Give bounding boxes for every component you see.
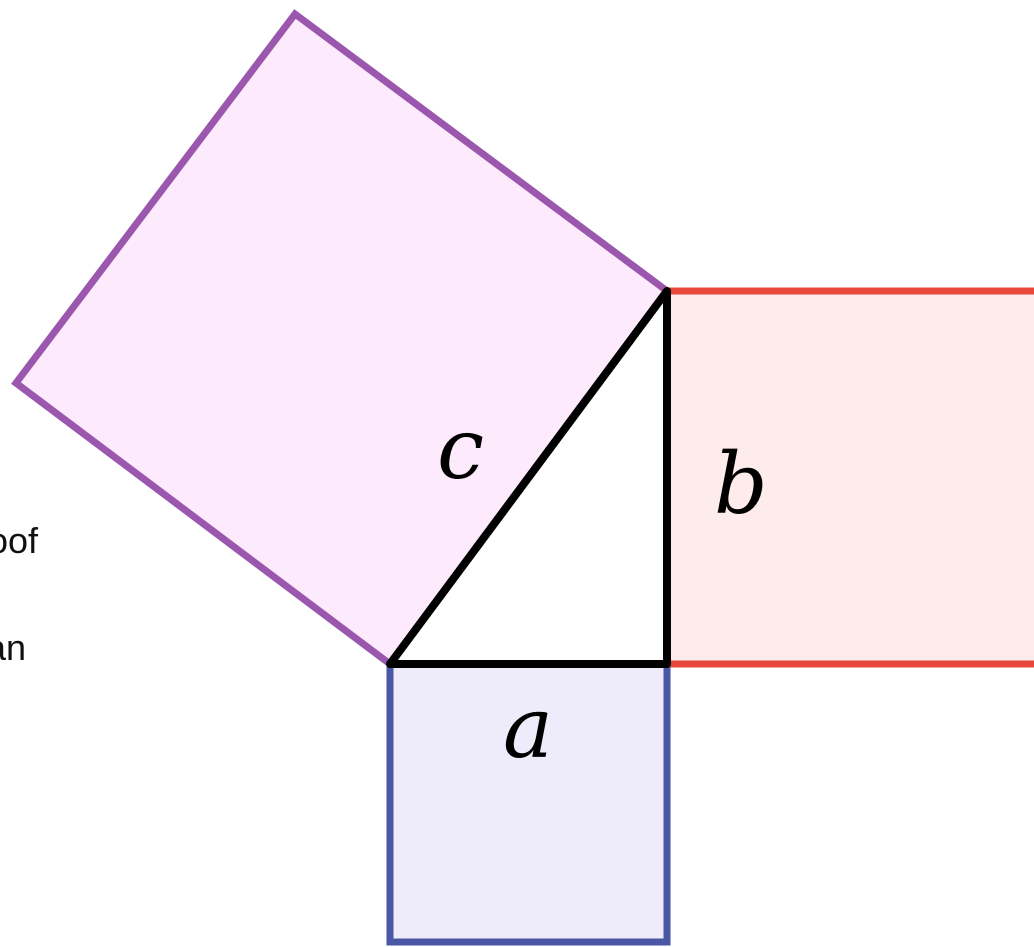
cropped-text-fragment-proof: oof [0,520,39,561]
label-b: b [714,435,768,533]
cropped-text-fragment-an: an [0,627,27,668]
label-a: a [503,679,553,777]
right-triangle [386,287,671,668]
label-c: c [437,400,484,498]
